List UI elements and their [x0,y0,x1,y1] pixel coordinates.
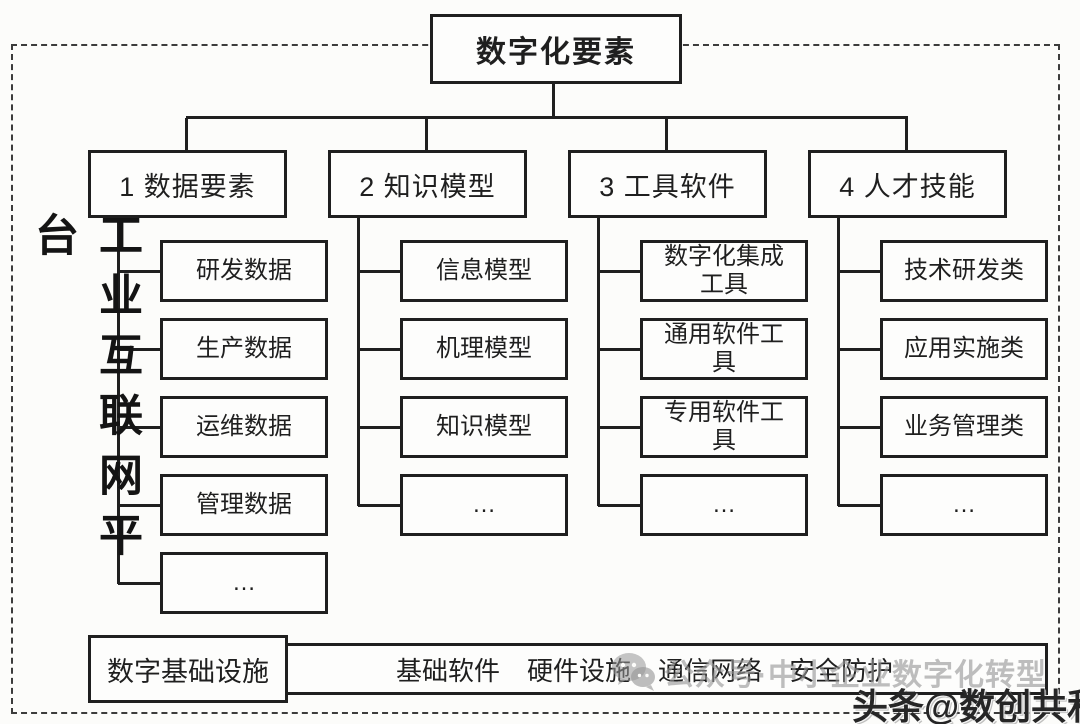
child-node: 技术研发类 [880,240,1048,302]
connector-line [118,426,160,429]
child-node: 通用软件工具 [640,318,808,380]
child-node: … [160,552,328,614]
child-node: … [400,474,568,536]
child-node: 应用实施类 [880,318,1048,380]
infrastructure-item: 基础软件 [396,655,501,686]
infrastructure-item: 安全防护 [789,655,894,686]
connector-line [837,218,840,506]
platform-label: 工业互联网平台 [28,212,141,572]
connector-line [118,348,160,351]
column-header-tools: 3 工具软件 [568,150,767,218]
connector-line [358,348,400,351]
child-node: … [880,474,1048,536]
root-node: 数字化要素 [430,14,682,84]
connector-line [552,84,555,118]
connector-line [118,582,160,585]
column-header-talent: 4 人才技能 [808,150,1007,218]
connector-line [118,270,160,273]
connector-line [838,348,880,351]
connector-line [598,270,640,273]
connector-line [838,270,880,273]
connector-line [185,118,188,150]
connector-line [357,218,360,506]
infrastructure-header: 数字基础设施 [88,635,288,703]
child-node: 信息模型 [400,240,568,302]
child-node: 生产数据 [160,318,328,380]
infrastructure-item: 通信网络 [658,655,763,686]
connector-line [905,118,908,150]
connector-line [597,218,600,506]
child-node: 机理模型 [400,318,568,380]
connector-line [117,218,120,584]
child-node: … [640,474,808,536]
connector-line [838,504,880,507]
connector-line [358,426,400,429]
connector-line [358,504,400,507]
column-header-knowledge: 2 知识模型 [328,150,527,218]
connector-line [358,270,400,273]
connector-line [598,348,640,351]
connector-line [186,116,908,119]
child-node: 专用软件工具 [640,396,808,458]
child-node: 运维数据 [160,396,328,458]
child-node: 知识模型 [400,396,568,458]
connector-line [425,118,428,150]
connector-line [118,504,160,507]
infrastructure-bar: 基础软件 硬件设施 通信网络 安全防护 [285,643,1048,695]
infrastructure-item: 硬件设施 [527,655,632,686]
child-node: 研发数据 [160,240,328,302]
child-node: 管理数据 [160,474,328,536]
connector-line [838,426,880,429]
connector-line [598,426,640,429]
connector-line [598,504,640,507]
connector-line [665,118,668,150]
column-header-data: 1 数据要素 [88,150,287,218]
child-node: 业务管理类 [880,396,1048,458]
child-node: 数字化集成工具 [640,240,808,302]
